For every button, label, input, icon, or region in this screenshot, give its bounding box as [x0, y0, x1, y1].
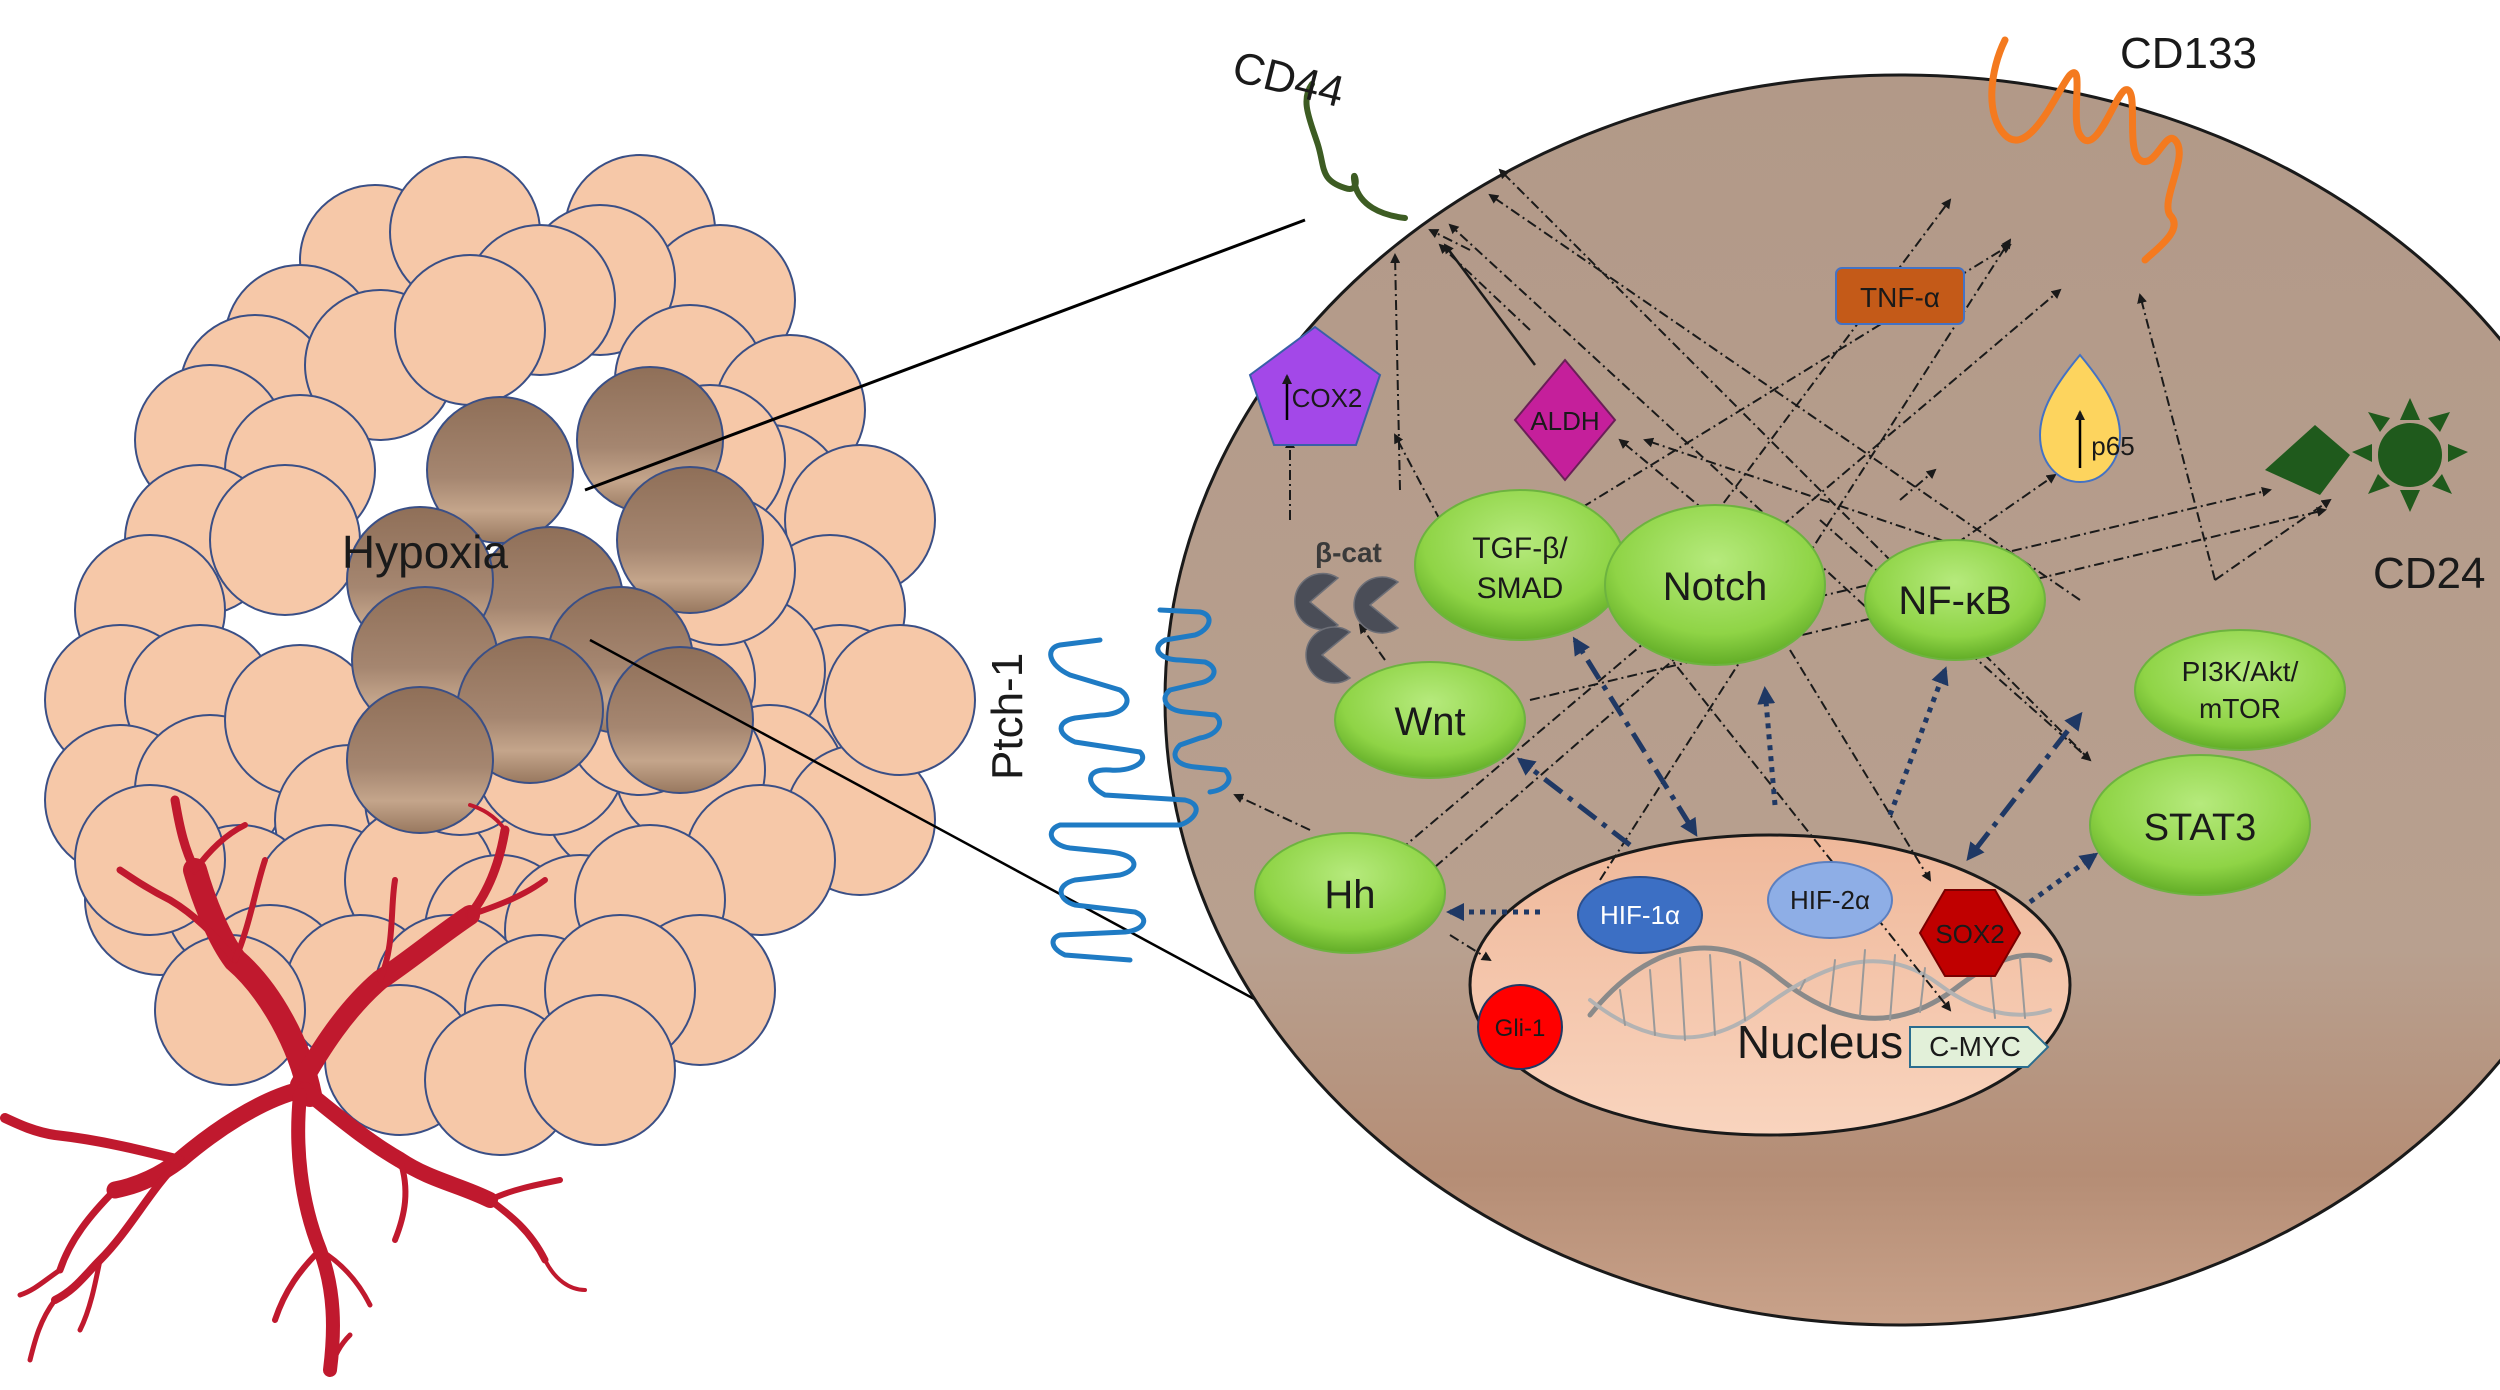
hypoxic-cell	[426, 396, 574, 544]
cox2: COX2	[1248, 325, 1382, 446]
sox2: SOX2	[1918, 889, 2022, 977]
tgf-label-line1: TGF-β/	[1472, 532, 1568, 565]
tnf-alpha: TNF-α	[1835, 267, 1965, 325]
beta-cat-label: β-cat	[1315, 537, 1382, 568]
hif1-label: HIF-1α	[1600, 900, 1680, 930]
hypoxic-cell	[346, 686, 494, 834]
tgf-label-line2: SMAD	[1477, 572, 1564, 605]
tnf-label: TNF-α	[1860, 282, 1940, 313]
sox2-label: SOX2	[1935, 919, 2004, 949]
cmyc-label: C-MYC	[1929, 1031, 2021, 1062]
beta-catenin-icon	[1294, 572, 1400, 684]
p65: p65	[2038, 353, 2135, 484]
hypoxic-cell	[616, 466, 764, 614]
tumor-cell	[209, 464, 361, 616]
pathway-nf-kb: NF-κB	[1864, 539, 2046, 661]
hif-arrows	[1446, 636, 2099, 921]
ptch1-receptor-icon	[1048, 607, 1232, 963]
pathway-notch: Notch	[1604, 504, 1826, 666]
aldh: ALDH	[1513, 358, 1617, 482]
pathway-tgf-beta-smad: TGF-β/ SMAD	[1414, 489, 1626, 641]
aldh-label: ALDH	[1530, 406, 1599, 436]
cd133-receptor-icon	[1988, 36, 2183, 264]
nucleus	[1468, 833, 2072, 1137]
pi3k-label-line2: mTOR	[2199, 693, 2281, 724]
hh-label: Hh	[1324, 873, 1375, 917]
hif-1-alpha: HIF-1α	[1577, 876, 1703, 954]
cd44-receptor-icon	[1303, 81, 1408, 221]
tumor-cell	[524, 994, 676, 1146]
tumor-cell	[394, 254, 546, 406]
zoom-line-top	[584, 218, 1306, 492]
zoom-line-bottom	[589, 638, 1331, 1042]
c-myc: C-MYC	[1909, 1026, 2050, 1068]
gli1-label: Gli-1	[1495, 1015, 1546, 1042]
cd44-label: CD44	[1228, 42, 1349, 117]
tumor-cell	[824, 624, 976, 776]
pi3k-label-line1: PI3K/Akt/	[2182, 656, 2299, 687]
hif-2-alpha: HIF-2α	[1767, 861, 1893, 939]
cd24-receptor-icon	[2265, 398, 2468, 512]
wnt-label: Wnt	[1394, 700, 1465, 744]
cox2-label: COX2	[1292, 383, 1363, 413]
tumor-cell	[74, 784, 226, 936]
hif2-label: HIF-2α	[1790, 885, 1870, 915]
aldh-to-cd44-arrow	[1443, 243, 1536, 366]
cd24-label: CD24	[2373, 549, 2486, 598]
hypoxic-core	[346, 366, 764, 834]
p65-label: p65	[2091, 431, 2134, 461]
pathway-wnt: Wnt	[1334, 661, 1526, 779]
blood-vessel	[0, 795, 587, 1377]
hypoxia-label: Hypoxia	[342, 526, 509, 578]
pathway-hh: Hh	[1254, 832, 1446, 954]
nucleus-label: Nucleus	[1737, 1016, 1903, 1068]
stat3-label: STAT3	[2144, 807, 2257, 849]
cd133-label: CD133	[2120, 29, 2257, 78]
pathway-stat3: STAT3	[2089, 754, 2311, 896]
nfkb-label: NF-κB	[1898, 579, 2011, 623]
ptch1-label: Ptch-1	[983, 653, 1032, 780]
pathway-pi3k-akt-mtor: PI3K/Akt/ mTOR	[2134, 629, 2346, 751]
notch-label: Notch	[1663, 565, 1768, 609]
hypoxic-cell	[606, 646, 754, 794]
gli-1: Gli-1	[1477, 984, 1563, 1070]
